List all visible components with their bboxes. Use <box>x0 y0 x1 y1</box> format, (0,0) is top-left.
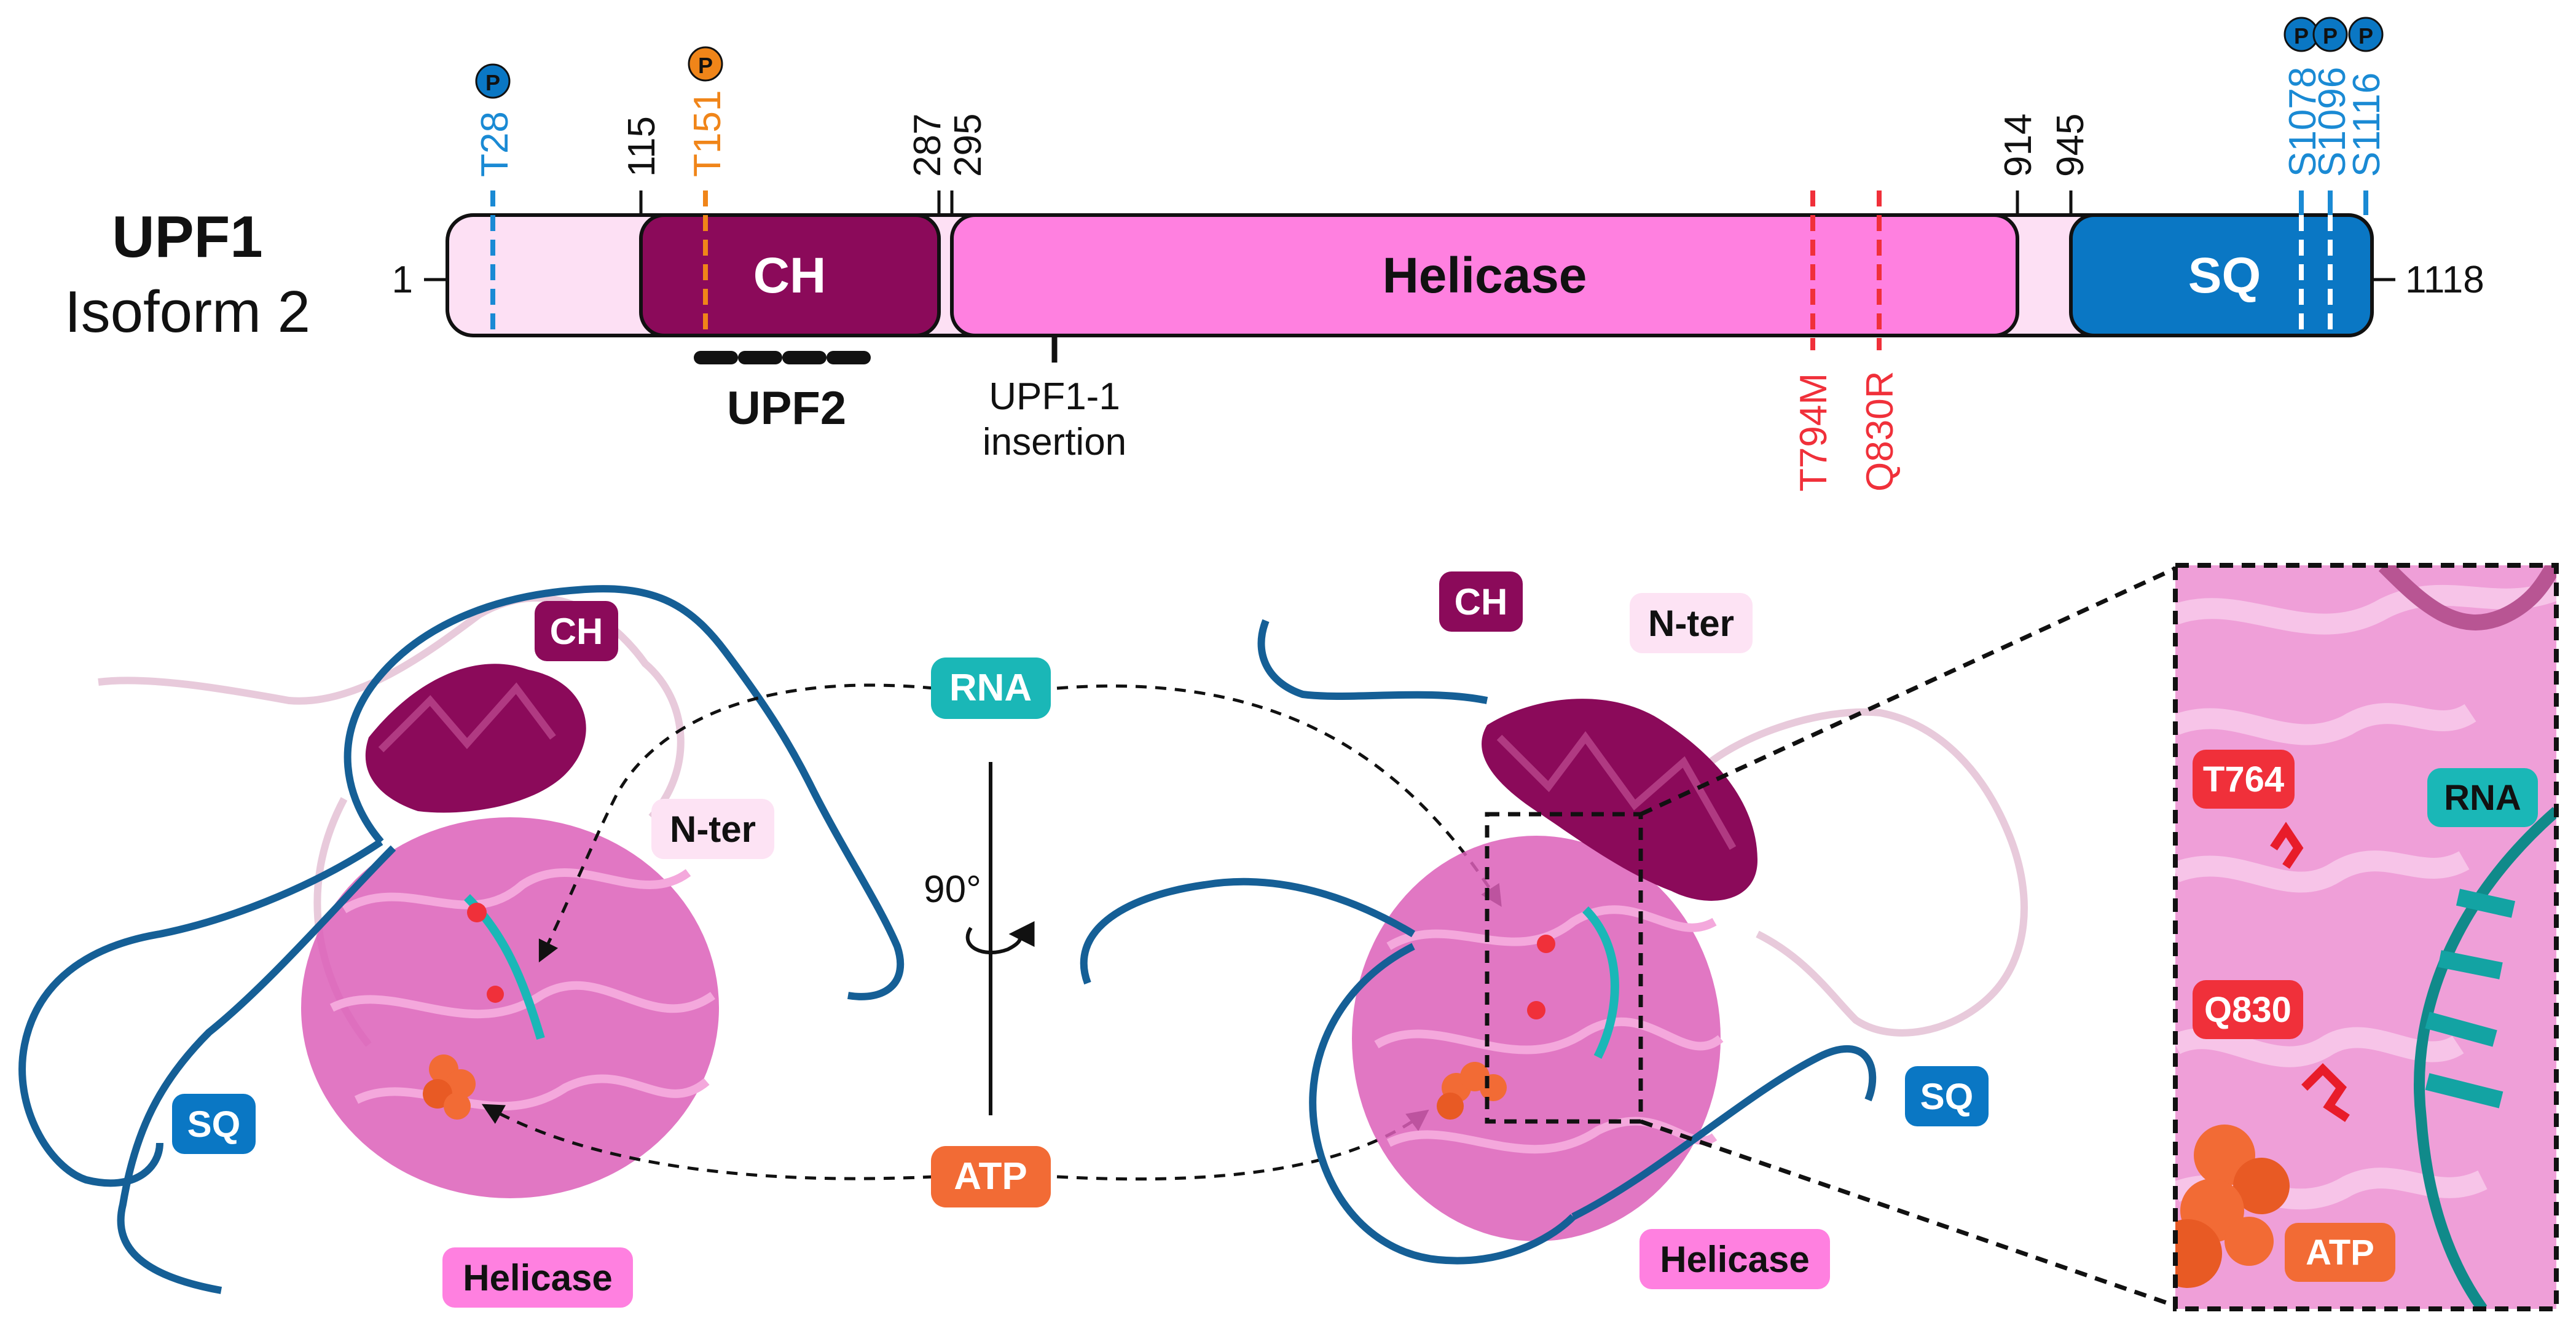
svg-text:CH: CH <box>1455 581 1508 622</box>
phosphosite-s1078-label: S1078 <box>2282 67 2324 177</box>
phosphosite-s1096: S1096 P <box>2311 17 2354 332</box>
svg-text:N-ter: N-ter <box>1648 603 1734 644</box>
domain-sq-label: SQ <box>2188 248 2261 304</box>
start-position: 1 <box>392 259 413 301</box>
upf2-label: UPF2 <box>727 382 846 434</box>
label-rna-inset: RNA <box>2427 768 2538 827</box>
mutation-t794m-label: T794M <box>1793 373 1835 492</box>
phosphosite-t28: T28 P <box>474 63 516 332</box>
svg-text:N-ter: N-ter <box>670 809 756 850</box>
label-sq-left: SQ <box>172 1094 256 1154</box>
sq-chain <box>18 585 905 1294</box>
svg-text:T764: T764 <box>2203 760 2284 799</box>
structure-right: CH N-ter SQ Helicase <box>1080 566 2177 1308</box>
atp-arrow-left <box>481 1104 935 1180</box>
label-rna-center: RNA <box>931 658 1051 719</box>
q830-residue <box>2301 1063 2350 1122</box>
inset-border <box>2173 563 2559 1311</box>
insertion-label-line1: UPF1-1 <box>989 375 1120 418</box>
atp-spheres <box>423 1054 476 1120</box>
zoom-connector-bottom <box>1639 1119 2177 1308</box>
sq-chain-right <box>1080 619 1877 1265</box>
svg-text:SQ: SQ <box>187 1104 241 1145</box>
phosphosite-t151-label: T151 <box>686 90 729 177</box>
phospho-icon <box>688 46 723 82</box>
rna-strand-inset <box>2414 807 2556 1309</box>
svg-text:RNA: RNA <box>949 667 1032 709</box>
svg-text:ATP: ATP <box>954 1155 1027 1198</box>
mutation-q830r: Q830R <box>1859 190 1901 492</box>
nter-coil-right <box>1693 708 2028 1037</box>
label-t764: T764 <box>2193 750 2295 809</box>
zoom-connector-top <box>1639 566 2177 817</box>
phosphosite-t151: T151 P <box>686 46 729 332</box>
domain-helicase <box>950 213 2019 337</box>
domain-ch <box>639 213 941 337</box>
phospho-icon <box>2312 17 2348 52</box>
phosphosite-s1078: S1078 P <box>2282 17 2324 332</box>
structure-left: CH N-ter SQ Helicase <box>18 585 905 1308</box>
inset-panel: T764 RNA Q830 ATP <box>2173 563 2559 1311</box>
boundary-295: 295 <box>947 114 989 177</box>
svg-text:P: P <box>2294 23 2309 49</box>
svg-text:P: P <box>698 53 713 78</box>
domain-map: UPF1 Isoform 2 1 1118 CH Helicase SQ 115… <box>65 17 2484 492</box>
rna-arrow-right <box>1056 684 1502 907</box>
mutation-t794m: T794M <box>1793 190 1835 492</box>
domain-ch-label: CH <box>753 248 826 304</box>
label-atp-inset: ATP <box>2285 1223 2395 1282</box>
svg-text:Helicase: Helicase <box>463 1257 613 1298</box>
phospho-icon <box>2348 17 2384 52</box>
svg-text:SQ: SQ <box>1920 1076 1974 1117</box>
label-atp-center: ATP <box>931 1146 1051 1207</box>
phosphosite-s1116-label: S1116 <box>2346 73 2388 177</box>
end-position: 1118 <box>2405 259 2484 301</box>
phosphosite-s1096-label: S1096 <box>2311 67 2354 177</box>
label-ch-right: CH <box>1439 571 1523 632</box>
phospho-icon <box>475 63 511 99</box>
rotation-arrow-icon <box>965 921 1035 955</box>
isoform-label: Isoform 2 <box>65 279 310 345</box>
svg-text:P: P <box>2358 23 2373 49</box>
label-sq-right: SQ <box>1905 1066 1989 1126</box>
domain-helicase-label: Helicase <box>1383 248 1587 304</box>
center-annotations: RNA 90° ATP <box>481 658 1502 1207</box>
boundary-945: 945 <box>2049 114 2092 177</box>
label-helicase-right: Helicase <box>1639 1229 1830 1289</box>
t764-residue <box>2270 822 2304 869</box>
svg-text:Helicase: Helicase <box>1660 1239 1810 1280</box>
svg-text:P: P <box>485 70 500 95</box>
boundary-287: 287 <box>906 114 949 177</box>
svg-text:Q830: Q830 <box>2204 990 2291 1030</box>
insertion-label-line2: insertion <box>983 421 1126 463</box>
label-nter-left: N-ter <box>651 799 774 859</box>
atp-spheres-inset <box>2175 1125 2290 1288</box>
rna-strand-right <box>1582 906 1619 1059</box>
boundary-115: 115 <box>621 116 663 177</box>
domain-sq <box>2069 213 2374 337</box>
label-helicase-left: Helicase <box>442 1247 633 1308</box>
label-ch-left: CH <box>535 601 618 661</box>
phosphosite-s1116: S1116 P <box>2346 17 2388 215</box>
svg-text:P: P <box>2323 23 2338 49</box>
protein-name: UPF1 <box>112 204 262 270</box>
svg-text:RNA: RNA <box>2444 778 2521 818</box>
ch-cartoon-right <box>1482 699 1757 901</box>
boundary-914: 914 <box>1997 114 2040 177</box>
mutation-q830r-label: Q830R <box>1859 371 1901 492</box>
svg-text:CH: CH <box>550 611 603 652</box>
phosphosite-t28-label: T28 <box>474 111 516 177</box>
rotation-label: 90° <box>924 868 981 911</box>
label-q830: Q830 <box>2193 980 2303 1039</box>
label-nter-right: N-ter <box>1630 593 1753 653</box>
svg-text:ATP: ATP <box>2306 1233 2374 1273</box>
